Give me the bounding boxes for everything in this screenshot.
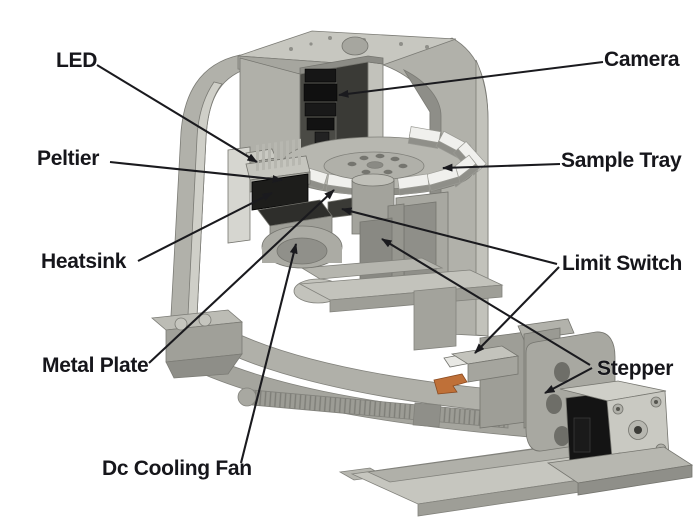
leader-line-sample-tray [442,162,561,172]
left-foot [151,309,243,379]
callout-limit-switch: Limit Switch [562,252,683,275]
callout-heatsink: Heatsink [41,250,127,273]
limit-switch-part [433,345,520,395]
platform-arm [293,257,504,351]
leader-line-camera [338,60,604,98]
leader-line-heatsink [137,192,273,262]
dc-cooling-fan-part [261,225,343,269]
tray-holes [347,153,408,175]
callout-led: LED [56,49,98,72]
leader-line-led [96,64,258,163]
callout-stepper: Stepper [597,357,674,380]
callout-peltier: Peltier [37,147,100,170]
leader-line-dc-cooling-fan [239,243,298,464]
callout-camera: Camera [604,48,680,71]
leader-line-metal-plate [148,189,335,364]
leader-lines [96,60,604,464]
sample-tray-assembly [282,126,487,196]
limit-switch-lever [433,373,468,395]
callout-metal-plate: Metal Plate [42,354,149,377]
leader-line-limit-switch-a [474,266,560,354]
callout-sample-tray: Sample Tray [561,149,682,172]
camera-unit [303,68,338,144]
leader-line-limit-switch-b [341,207,558,266]
leader-line-peltier [109,160,283,183]
leader-line-stepper-a [544,367,593,394]
bracket-holes [546,362,570,446]
leader-line-stepper-b [381,238,591,366]
stepper-assembly [433,318,694,496]
cooling-stack [227,138,343,269]
callout-dc-cooling-fan: Dc Cooling Fan [102,457,252,480]
